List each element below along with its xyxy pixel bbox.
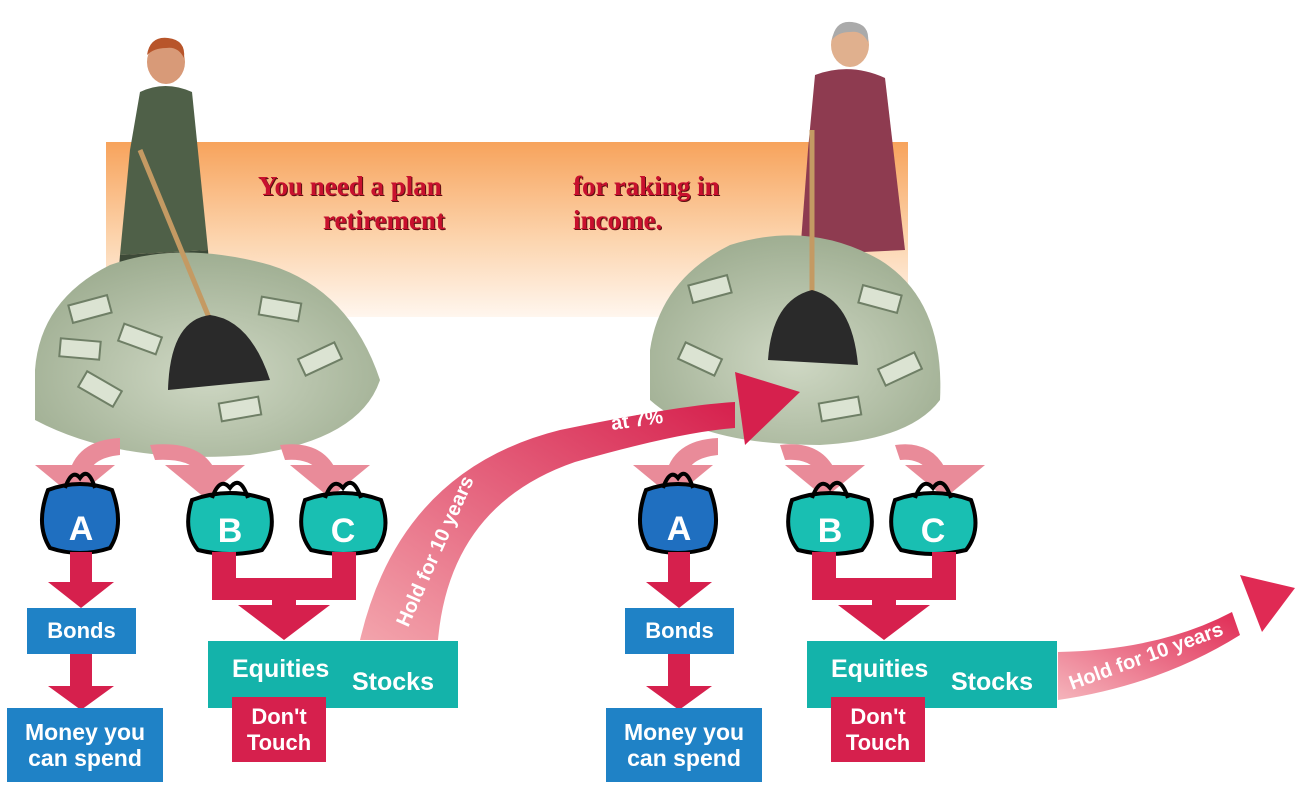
money-bag-icon xyxy=(786,480,874,556)
dont-touch-box: Don't Touch xyxy=(831,697,925,762)
dont-touch-line2: Touch xyxy=(845,729,911,755)
dont-touch-box: Don't Touch xyxy=(232,697,326,762)
headline-line1-left: You need a plan xyxy=(258,171,442,201)
money-bag-icon xyxy=(638,471,718,555)
curved-arrow-icon xyxy=(360,372,800,640)
money-line1: Money you xyxy=(24,718,146,745)
bag-label-a: A xyxy=(69,510,94,548)
curved-arrow-icon xyxy=(1058,575,1295,700)
down-arrow-icon xyxy=(48,552,356,710)
bag-label-c: C xyxy=(331,512,356,550)
money-bag-icon xyxy=(889,480,978,556)
dont-touch-line1: Don't xyxy=(850,704,906,730)
bag-label-b: B xyxy=(818,512,843,550)
money-bag-icon xyxy=(299,480,388,556)
money-bag-icon xyxy=(186,480,274,556)
down-arrow-icon xyxy=(35,438,370,498)
bonds-label: Bonds xyxy=(47,618,116,644)
rake-icon xyxy=(768,130,858,365)
bonds-box: Bonds xyxy=(27,608,136,654)
bonds-label: Bonds xyxy=(645,618,714,644)
person-raking-icon xyxy=(800,21,905,255)
bag-label-c: C xyxy=(921,512,946,550)
equities-label: Equities xyxy=(831,655,929,683)
down-arrow-icon xyxy=(633,438,985,498)
dont-touch-line2: Touch xyxy=(246,729,312,755)
money-you-can-spend-box: Money you can spend xyxy=(7,708,163,782)
headline-line2-right: income. xyxy=(573,205,663,235)
money-line2: can spend xyxy=(627,745,741,771)
bag-label-b: B xyxy=(218,512,243,550)
stocks-label: Stocks xyxy=(352,668,434,696)
dont-touch-line1: Don't xyxy=(251,704,307,730)
bag-label-a: A xyxy=(667,510,692,548)
money-line1: Money you xyxy=(623,718,745,745)
person-raking-icon xyxy=(118,37,210,280)
money-you-can-spend-box: Money you can spend xyxy=(606,708,762,782)
stocks-label: Stocks xyxy=(951,668,1033,696)
headline-line2-left: retirement xyxy=(323,205,445,235)
equities-stocks-box xyxy=(208,641,458,708)
equities-stocks-box xyxy=(807,641,1057,708)
money-bag-icon xyxy=(40,471,120,555)
headline-line1-right: for raking in xyxy=(573,171,720,201)
down-arrow-icon xyxy=(646,552,956,710)
bonds-box: Bonds xyxy=(625,608,734,654)
rake-icon xyxy=(137,149,270,390)
money-line2: can spend xyxy=(28,745,142,771)
equities-label: Equities xyxy=(232,655,330,683)
